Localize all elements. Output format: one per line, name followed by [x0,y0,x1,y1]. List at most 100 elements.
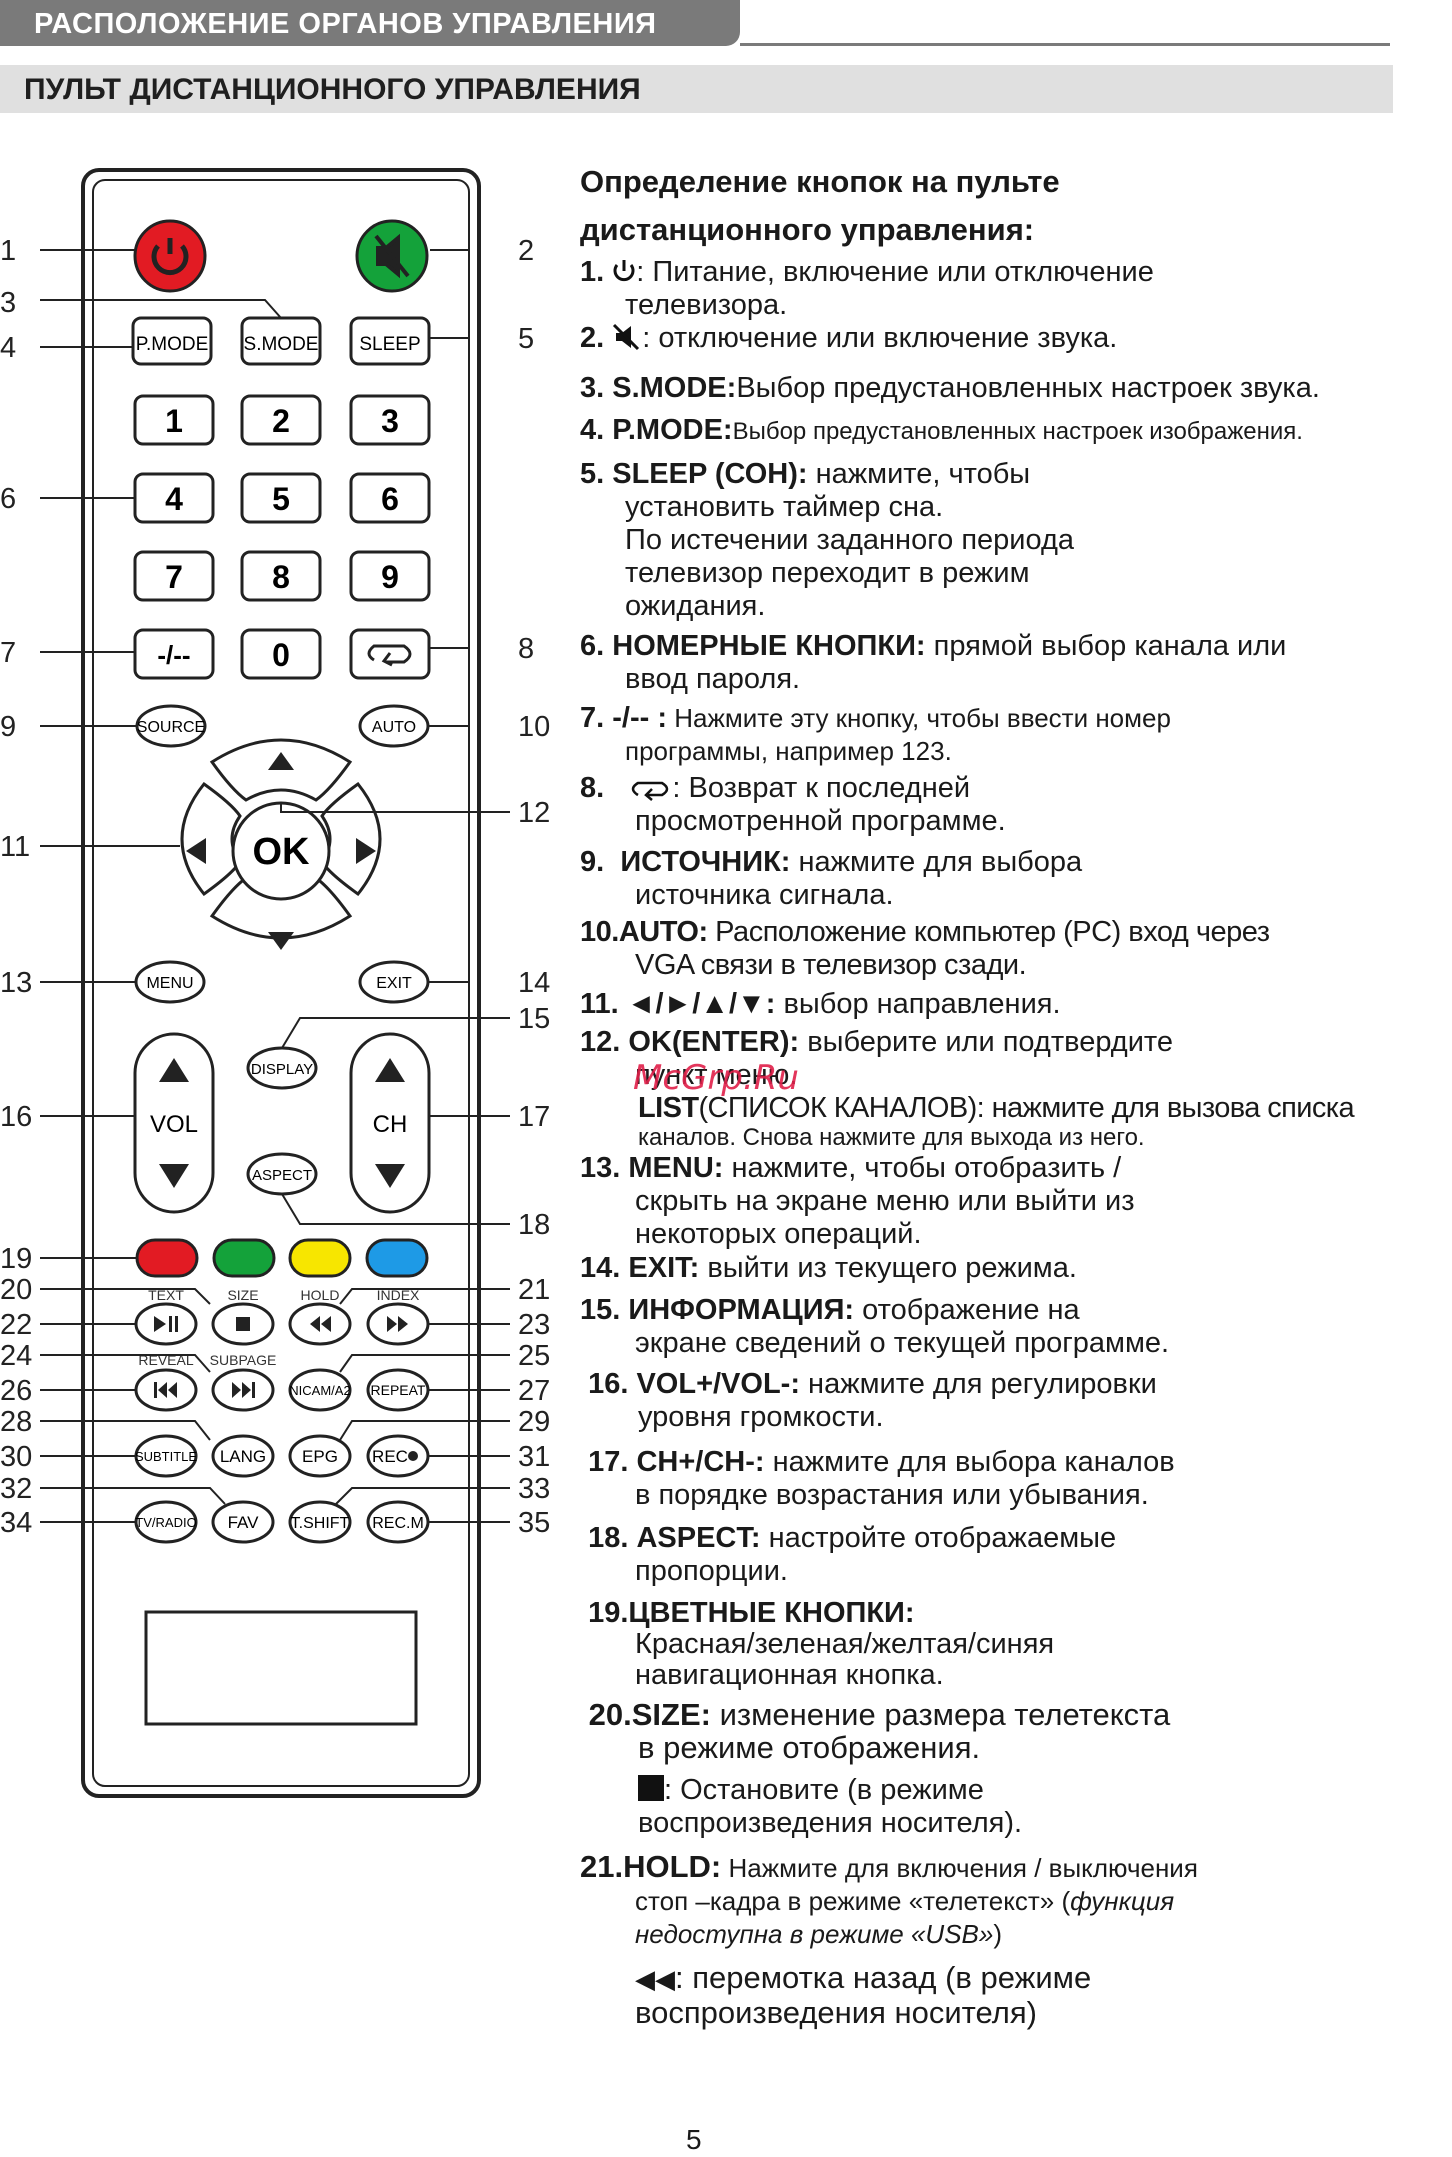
item-key: VOL+/VOL-: [636,1368,800,1400]
item-text: ожидания. [625,590,766,622]
num-button-5[interactable]: 5 [240,472,322,524]
tshift-button[interactable]: T.SHIFT [288,1500,352,1544]
section-title: РАСПОЛОЖЕНИЕ ОРГАНОВ УПРАВЛЕНИЯ [34,8,657,40]
display-button[interactable]: DISPLAY [246,1046,318,1090]
fav-button[interactable]: FAV [211,1500,275,1544]
record-dot-icon [408,1451,418,1461]
aspect-button[interactable]: ASPECT [246,1152,318,1196]
item-text: в порядке возрастания или убывания. [635,1479,1149,1511]
lang-button[interactable]: LANG [211,1434,275,1478]
play-pause-icon [154,1316,178,1332]
item-text: в режиме отображения. [638,1730,981,1765]
callout-number: 23 [518,1309,550,1341]
item-number: 21. [580,1849,624,1884]
callout-number: 8 [518,633,534,665]
dash-button[interactable]: -/-- [133,628,215,680]
item-key: ◄/►/▲/▼: [626,988,776,1020]
stop-button[interactable] [211,1302,275,1346]
item-number: 15. [580,1294,621,1326]
mute-button[interactable] [355,219,429,293]
desc-item-5: 5. SLEEP (СОН): нажмите, чтобы установит… [580,458,1440,623]
desc-item-10: 10.AUTO: Расположение компьютер (PC) вхо… [580,916,1440,982]
power-button[interactable] [133,219,207,293]
sleep-button[interactable]: SLEEP [349,316,431,366]
menu-button[interactable]: MENU [134,960,206,1004]
smode-button[interactable]: S.MODE [240,316,322,366]
rec-label: REC [372,1447,408,1466]
auto-button[interactable]: AUTO [358,704,430,748]
num-button-7[interactable]: 7 [133,550,215,602]
callout-lines [40,249,510,1523]
item-text: пункт меню. [635,1059,798,1091]
callout-number: 35 [518,1507,550,1539]
callout-number: 13 [0,967,32,999]
previous-button[interactable] [134,1368,198,1412]
nicam-button[interactable]: NICAM/A2 [288,1368,352,1412]
item-text: телевизор переходит в режим [625,557,1030,589]
num-button-6[interactable]: 6 [349,472,431,524]
epg-button[interactable]: EPG [288,1434,352,1478]
next-button[interactable] [211,1368,275,1412]
recm-button[interactable]: REC.M [366,1500,430,1544]
item-text: нажмите для выбора каналов [764,1446,1175,1478]
item-text: Нажмите для включения / выключения [721,1853,1198,1883]
red-button[interactable] [135,1238,199,1278]
desc-item-21: 21.HOLD: Нажмите для включения / выключе… [580,1850,1440,2029]
item-key: HOLD: [623,1849,722,1884]
callout-number: 27 [518,1375,550,1407]
item-text-italic: функция [1070,1886,1175,1916]
num-button-4[interactable]: 4 [133,472,215,524]
source-button[interactable]: SOURCE [135,704,207,748]
desc-item-13: 13. MENU: нажмите, чтобы отобразить / ск… [580,1152,1440,1251]
subtitle-label: SUBTITLE [135,1449,197,1464]
rewind-button[interactable] [288,1302,352,1346]
callout-number: 29 [518,1406,550,1438]
yellow-button[interactable] [288,1238,352,1278]
stop-icon [638,1775,664,1801]
ch-down-icon [375,1164,405,1188]
ch-rocker[interactable]: CH [349,1032,431,1214]
play-pause-button[interactable] [134,1302,198,1346]
desc-item-3: 3. S.MODE:Выбор предустановленных настро… [580,372,1440,405]
item-number: 3. [580,372,605,404]
blue-button[interactable] [365,1238,429,1278]
num-button-2[interactable]: 2 [240,394,322,446]
up-button[interactable] [209,738,353,802]
page-number: 5 [686,2124,702,2155]
desc-item-8: 8. : Возврат к последней просмотренной п… [580,772,1440,838]
desc-title-line1: Определение кнопок на пульте [580,164,1060,199]
num-label: 5 [272,481,290,517]
rewind-icon [310,1316,331,1332]
subtitle-button[interactable]: SUBTITLE [134,1434,198,1478]
num-button-8[interactable]: 8 [240,550,322,602]
desc-item-15: 15. ИНФОРМАЦИЯ: отображение на экране св… [580,1294,1440,1360]
tvradio-button[interactable]: TV/RADIO [134,1500,198,1544]
recall-button[interactable] [349,628,431,680]
item-number: 8. [580,772,605,804]
num-button-1[interactable]: 1 [133,394,215,446]
item-number: 9. [580,846,605,878]
item-text: прямой выбор канала или [925,630,1287,662]
green-button[interactable] [212,1238,276,1278]
watermark: McGrp.Ru [633,1058,799,1098]
fast-forward-button[interactable] [366,1302,430,1346]
item-key: SLEEP (СОН): [612,458,808,490]
rec-button[interactable]: REC [366,1434,430,1478]
repeat-button[interactable]: REPEAT [366,1368,430,1412]
vol-label: VOL [150,1111,198,1138]
stop-icon [236,1317,250,1331]
pmode-button[interactable]: P.MODE [131,316,213,366]
num-label: 4 [165,481,183,517]
item-text: По истечении заданного периода [625,524,1075,556]
num-button-0[interactable]: 0 [240,628,322,680]
fast-forward-icon [387,1316,408,1332]
exit-button[interactable]: EXIT [358,960,430,1004]
item-text: пропорции. [635,1555,788,1587]
callout-number: 21 [518,1274,550,1306]
item-text: Расположение компьютер (PC) вход через [707,916,1270,948]
num-button-3[interactable]: 3 [349,394,431,446]
vol-rocker[interactable]: VOL [133,1032,215,1214]
callout-number: 11 [0,831,30,863]
callout-number: 7 [0,637,16,669]
num-button-9[interactable]: 9 [349,550,431,602]
